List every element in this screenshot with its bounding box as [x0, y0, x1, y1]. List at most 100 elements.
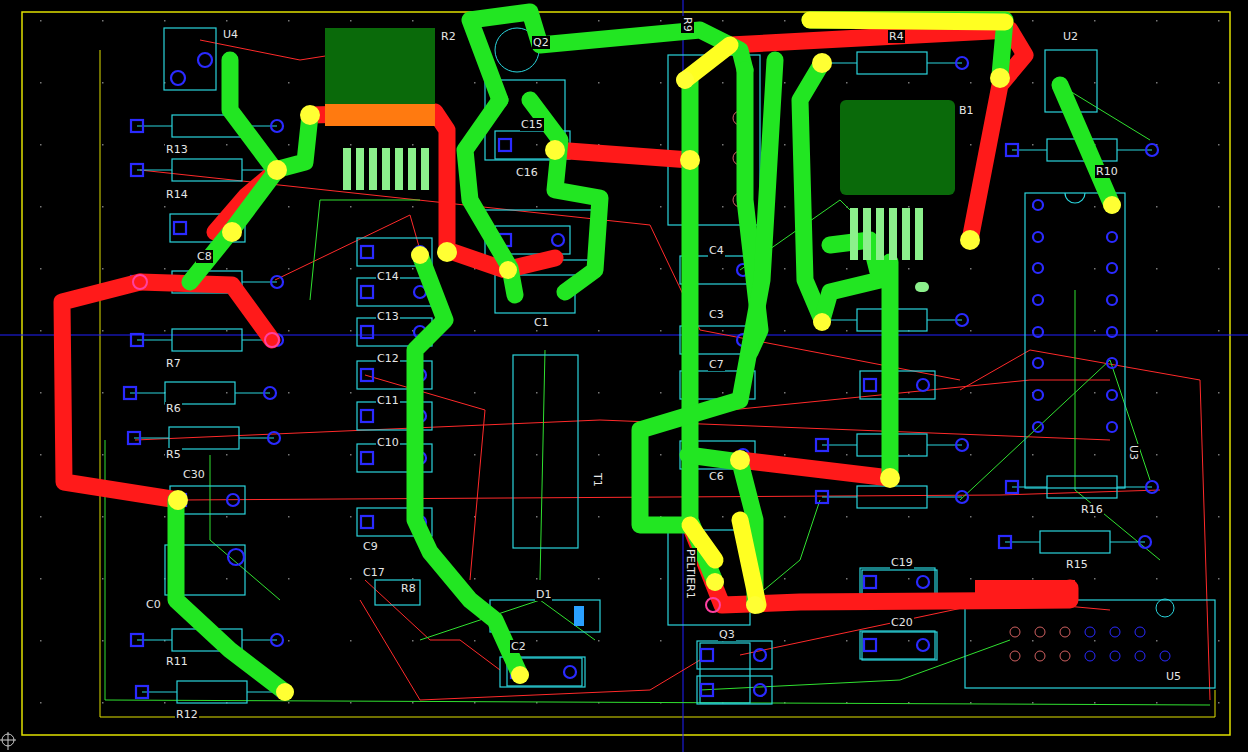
- ic-pins: [1107, 422, 1117, 432]
- copper-traces: [810, 20, 1005, 75]
- ic-pins: [1035, 627, 1045, 637]
- ic-pins: [1156, 599, 1174, 617]
- ratsnest-lines: [140, 170, 960, 380]
- part-designator: C15: [520, 118, 544, 131]
- part-designator: C30: [182, 468, 206, 481]
- copper-traces: [140, 282, 272, 340]
- via-pads: [680, 150, 700, 170]
- ratsnest-lines: [1075, 290, 1160, 560]
- ratsnest-lines: [700, 640, 1010, 690]
- ic-pins: [1085, 651, 1095, 661]
- smd-pads: [382, 148, 390, 190]
- smd-pads: [343, 148, 429, 190]
- resistor-footprints: [816, 486, 968, 508]
- via-pads: [499, 261, 517, 279]
- ic-pins: [1033, 327, 1043, 337]
- ic-pins: [1010, 200, 1174, 661]
- part-designator: C17: [362, 566, 386, 579]
- capacitor-footprints: [170, 131, 935, 704]
- component-outlines: [513, 355, 578, 548]
- smd-pads: [902, 208, 910, 260]
- ic-pins: [1107, 390, 1117, 400]
- ic-pins: [1010, 627, 1020, 637]
- part-designator: PELTIER1: [684, 548, 697, 600]
- via-pads: [411, 246, 429, 264]
- copper-traces: [415, 255, 520, 675]
- smd-pads: [325, 28, 955, 292]
- ic-pins: [1107, 358, 1117, 368]
- component-outlines: [198, 53, 212, 67]
- smd-pads: [325, 28, 435, 106]
- capacitor-footprints: [697, 641, 772, 669]
- part-designator: B1: [958, 104, 975, 117]
- ic-pins: [1110, 651, 1120, 661]
- part-designator: R13: [165, 143, 189, 156]
- via-pads: [706, 573, 724, 591]
- smd-pads: [915, 282, 929, 292]
- via-pads: [168, 490, 188, 510]
- part-designator: C4: [708, 244, 725, 257]
- ratsnest-lines: [360, 600, 700, 700]
- smd-pads: [356, 148, 364, 190]
- ic-pins: [1033, 358, 1043, 368]
- via-pads: [133, 53, 1121, 701]
- capacitor-footprints: [860, 631, 935, 659]
- resistor-footprints: [124, 52, 1158, 703]
- part-designator: R10: [1095, 165, 1119, 178]
- ic-pins: [1110, 627, 1120, 637]
- ratsnest-lines: [180, 490, 1160, 500]
- part-designator: C19: [890, 556, 914, 569]
- smd-pads: [840, 100, 955, 195]
- part-designator: R16: [1080, 503, 1104, 516]
- ic-pins: [1033, 422, 1043, 432]
- part-designator: C3: [708, 308, 725, 321]
- smd-pads: [421, 148, 429, 190]
- part-designator: C12: [376, 352, 400, 365]
- copper-traces: [470, 12, 745, 100]
- smd-pads: [863, 208, 871, 260]
- component-outlines: [1025, 193, 1125, 488]
- part-designator: R15: [1065, 558, 1089, 571]
- via-pads: [222, 222, 242, 242]
- ic-pins: [1107, 263, 1117, 273]
- part-designator: C11: [376, 394, 400, 407]
- part-designator: C7: [708, 358, 725, 371]
- via-pads: [1103, 196, 1121, 214]
- component-outlines: [862, 632, 937, 660]
- smd-pads: [850, 208, 929, 292]
- part-designator: T1: [591, 472, 604, 488]
- smd-pads: [889, 208, 897, 260]
- capacitor-footprints: [860, 568, 935, 596]
- ic-pins: [1160, 651, 1170, 661]
- via-pads: [511, 666, 529, 684]
- copper-traces: [62, 282, 178, 500]
- ic-pins: [1107, 327, 1117, 337]
- part-designator: C13: [376, 310, 400, 323]
- resistor-footprints: [128, 427, 280, 449]
- part-designator: U3: [1127, 444, 1140, 461]
- component-outlines: [171, 71, 185, 85]
- resistor-footprints: [999, 531, 1151, 553]
- copper-traces: [1060, 85, 1112, 205]
- part-designator: R12: [175, 708, 199, 721]
- ratsnest-lines: [105, 40, 1210, 705]
- part-designator: R7: [165, 357, 182, 370]
- capacitor-footprints: [697, 676, 772, 704]
- ic-pins: [1035, 651, 1045, 661]
- via-pads: [300, 105, 320, 125]
- part-designator: R2: [440, 30, 457, 43]
- smd-pads: [850, 208, 858, 260]
- part-designator: C1: [533, 316, 550, 329]
- smd-pads: [876, 208, 884, 260]
- part-designator: C16: [515, 166, 539, 179]
- resistor-footprints: [816, 52, 968, 74]
- ic-pins: [1107, 232, 1117, 242]
- ratsnest-lines: [365, 580, 500, 670]
- ic-pins: [1033, 390, 1043, 400]
- part-designator: C9: [362, 540, 379, 553]
- via-pads: [730, 450, 750, 470]
- component-outlines: [1065, 193, 1085, 203]
